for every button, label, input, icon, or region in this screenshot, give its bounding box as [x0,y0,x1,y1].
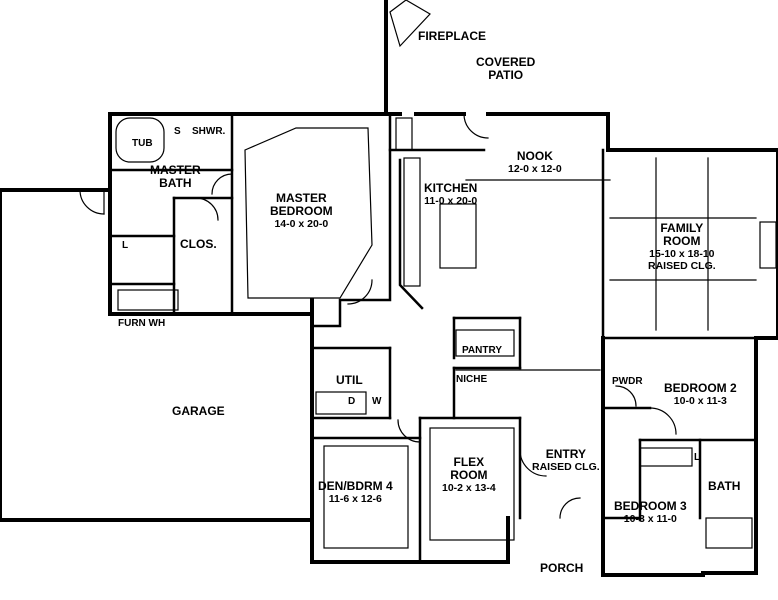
family-room-line1: FAMILY [660,221,704,235]
nook-dims: 12-0 x 12-0 [508,163,562,175]
bath-label: BATH [708,479,741,493]
tub-label: TUB [132,138,153,149]
garage-label: GARAGE [172,404,225,418]
bedroom2-label: BEDROOM 2 10-0 x 11-3 [664,381,737,408]
fireplace-label: FIREPLACE [418,29,487,43]
shower-s-label: S [174,126,181,137]
entry-name: ENTRY [545,447,586,461]
flex-room-line2: ROOM [450,468,488,482]
flex-room-dims: 10-2 x 13-4 [442,482,496,494]
covered-patio-label: COVERED PATIO [476,56,535,82]
master-bath-line1: MASTER [150,163,201,177]
shower-label: SHWR. [192,126,226,137]
bath-laundry-label: L [694,452,701,463]
washer-label: W [372,396,382,407]
master-bedroom-line1: MASTER [276,191,327,205]
powder-label: PWDR [612,376,643,387]
master-bath-label: MASTER BATH [150,164,201,190]
master-bath-line2: BATH [159,176,192,190]
family-room-label: FAMILY ROOM 15-10 x 18-10 RAISED CLG. [648,221,716,273]
kitchen-name: KITCHEN [424,181,478,195]
flex-room-line1: FLEX [453,455,485,469]
bedroom3-label: BEDROOM 3 10-3 x 11-0 [614,499,687,526]
util-label: UTIL [336,373,363,387]
entry-note: RAISED CLG. [532,461,600,473]
bedroom2-dims: 10-0 x 11-3 [673,395,727,407]
interior-walls [108,112,758,564]
nook-name: NOOK [516,149,553,163]
fixtures [115,0,777,549]
kitchen-dims: 11-0 x 20-0 [424,195,478,207]
door-swings [79,113,677,519]
bedroom3-dims: 10-3 x 11-0 [623,513,677,525]
den-label: DEN/BDRM 4 11-6 x 12-6 [318,479,393,506]
master-bedroom-line2: BEDROOM [270,204,333,218]
den-name: DEN/BDRM 4 [318,479,393,493]
niche-label: NICHE [456,374,488,385]
master-laundry-label: L [122,240,129,251]
family-room-line2: ROOM [663,234,701,248]
dryer-label: D [348,396,356,407]
exterior-walls [0,0,778,577]
master-bedroom-dims: 14-0 x 20-0 [274,218,329,230]
family-room-dims: 15-10 x 18-10 [649,248,715,260]
covered-patio-line2: PATIO [488,68,524,82]
family-room-note: RAISED CLG. [648,260,716,272]
bedroom2-name: BEDROOM 2 [664,381,737,395]
porch-label: PORCH [540,561,584,575]
nook-label: NOOK 12-0 x 12-0 [508,149,562,176]
closet-label: CLOS. [180,237,217,251]
kitchen-label: KITCHEN 11-0 x 20-0 [424,181,478,208]
den-dims: 11-6 x 12-6 [328,493,382,505]
furn-wh-label: FURN WH [118,318,166,329]
entry-label: ENTRY RAISED CLG. [532,447,600,474]
covered-patio-line1: COVERED [476,55,536,69]
pantry-label: PANTRY [462,345,502,356]
master-bedroom-label: MASTER BEDROOM 14-0 x 20-0 [270,191,333,231]
bedroom3-name: BEDROOM 3 [614,499,687,513]
flex-room-label: FLEX ROOM 10-2 x 13-4 [442,455,496,495]
